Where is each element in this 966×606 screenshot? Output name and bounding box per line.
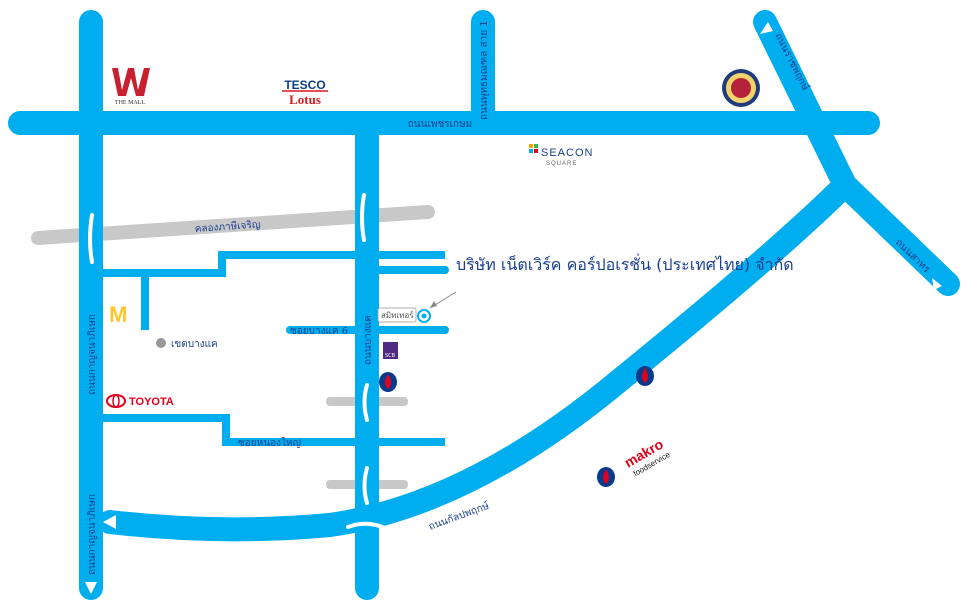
arrow-ratchaphruek: [760, 22, 773, 34]
bridge-mark-6: [518, 468, 562, 490]
label-phetkasem: ถนนเพชรเกษม: [408, 119, 473, 130]
label-soi-nong-yai: ซอยหนองใหญ่: [238, 437, 301, 449]
bridge-mark-2: [360, 193, 366, 242]
tesco-lotus-logo: TESCO Lotus: [282, 78, 328, 107]
arrow-sathorn: [932, 278, 942, 290]
label-bang-khae: ถนนบางแค: [363, 315, 374, 365]
bridge-mark-3: [362, 383, 369, 422]
ptt-icon-1: [379, 372, 397, 392]
scb-icon: SCB: [383, 342, 398, 359]
seacon-square-logo: SEACON SQUARE: [529, 144, 593, 167]
arrow-junction: [844, 210, 856, 220]
label-phutthamonthon: ถนนพุทธมณฑล สาย 1: [479, 20, 490, 120]
road-kanchanaphisek: [79, 10, 103, 600]
district-dot: [156, 338, 166, 348]
makro-logo: makro foodservice: [622, 436, 673, 479]
company-name: บริษัท เน็ตเวิร์ค คอร์ปอเรชั่น (ประเทศไท…: [456, 253, 794, 274]
label-kanchanaphisek-lower: ถนนกาญจนาภิเษก: [87, 494, 98, 575]
lotus-text: Lotus: [289, 92, 321, 107]
location-pin-dot: [421, 313, 427, 319]
label-bang-khae-district: เขตบางแค: [171, 339, 218, 350]
arrow-kanlapaphruek-west: [103, 515, 116, 529]
bridge-mark-5: [346, 521, 387, 530]
the-mall-logo: THE MALL: [112, 68, 150, 106]
ptt-icon-3: [597, 467, 615, 487]
location-tag: สมิทเทอร์: [381, 310, 414, 320]
location-tag-box: [377, 307, 417, 323]
pointer-arrow-icon: [430, 301, 437, 308]
road-kanlapaphruek: [98, 173, 857, 542]
ptt-icon-2: [636, 366, 654, 386]
toyota-text: TOYOTA: [129, 396, 174, 408]
tesco-text: TESCO: [284, 78, 325, 92]
label-khlong: คลองภาษีเจริญ: [194, 218, 260, 235]
label-soi-bang-khae-6: ซอยบางแค 6: [290, 326, 348, 337]
label-kanchanaphisek-upper: ถนนกาญจนาภิเษก: [87, 314, 98, 395]
road-phetkasem: [8, 111, 880, 135]
the-mall-text: THE MALL: [115, 100, 145, 106]
mcdonalds-icon: M: [109, 302, 127, 327]
bridge-mark-4: [362, 466, 369, 505]
scb-text: SCB: [385, 353, 396, 359]
soi-upper: [103, 251, 445, 277]
road-phutthamonthon-sai-1: [471, 10, 495, 130]
toyota-logo: TOYOTA: [106, 394, 174, 408]
arrow-kanchanaphisek-south: [85, 582, 97, 594]
road-ratchaphruek: [753, 10, 857, 197]
seacon-text: SEACON: [541, 147, 593, 159]
road-bang-khae: [355, 118, 379, 600]
soi-nong-yai: [103, 414, 445, 446]
road-sathorn: [833, 173, 960, 296]
bridge-mark-1: [88, 213, 94, 264]
seal-logo: [722, 69, 760, 107]
square-text: SQUARE: [546, 161, 577, 167]
